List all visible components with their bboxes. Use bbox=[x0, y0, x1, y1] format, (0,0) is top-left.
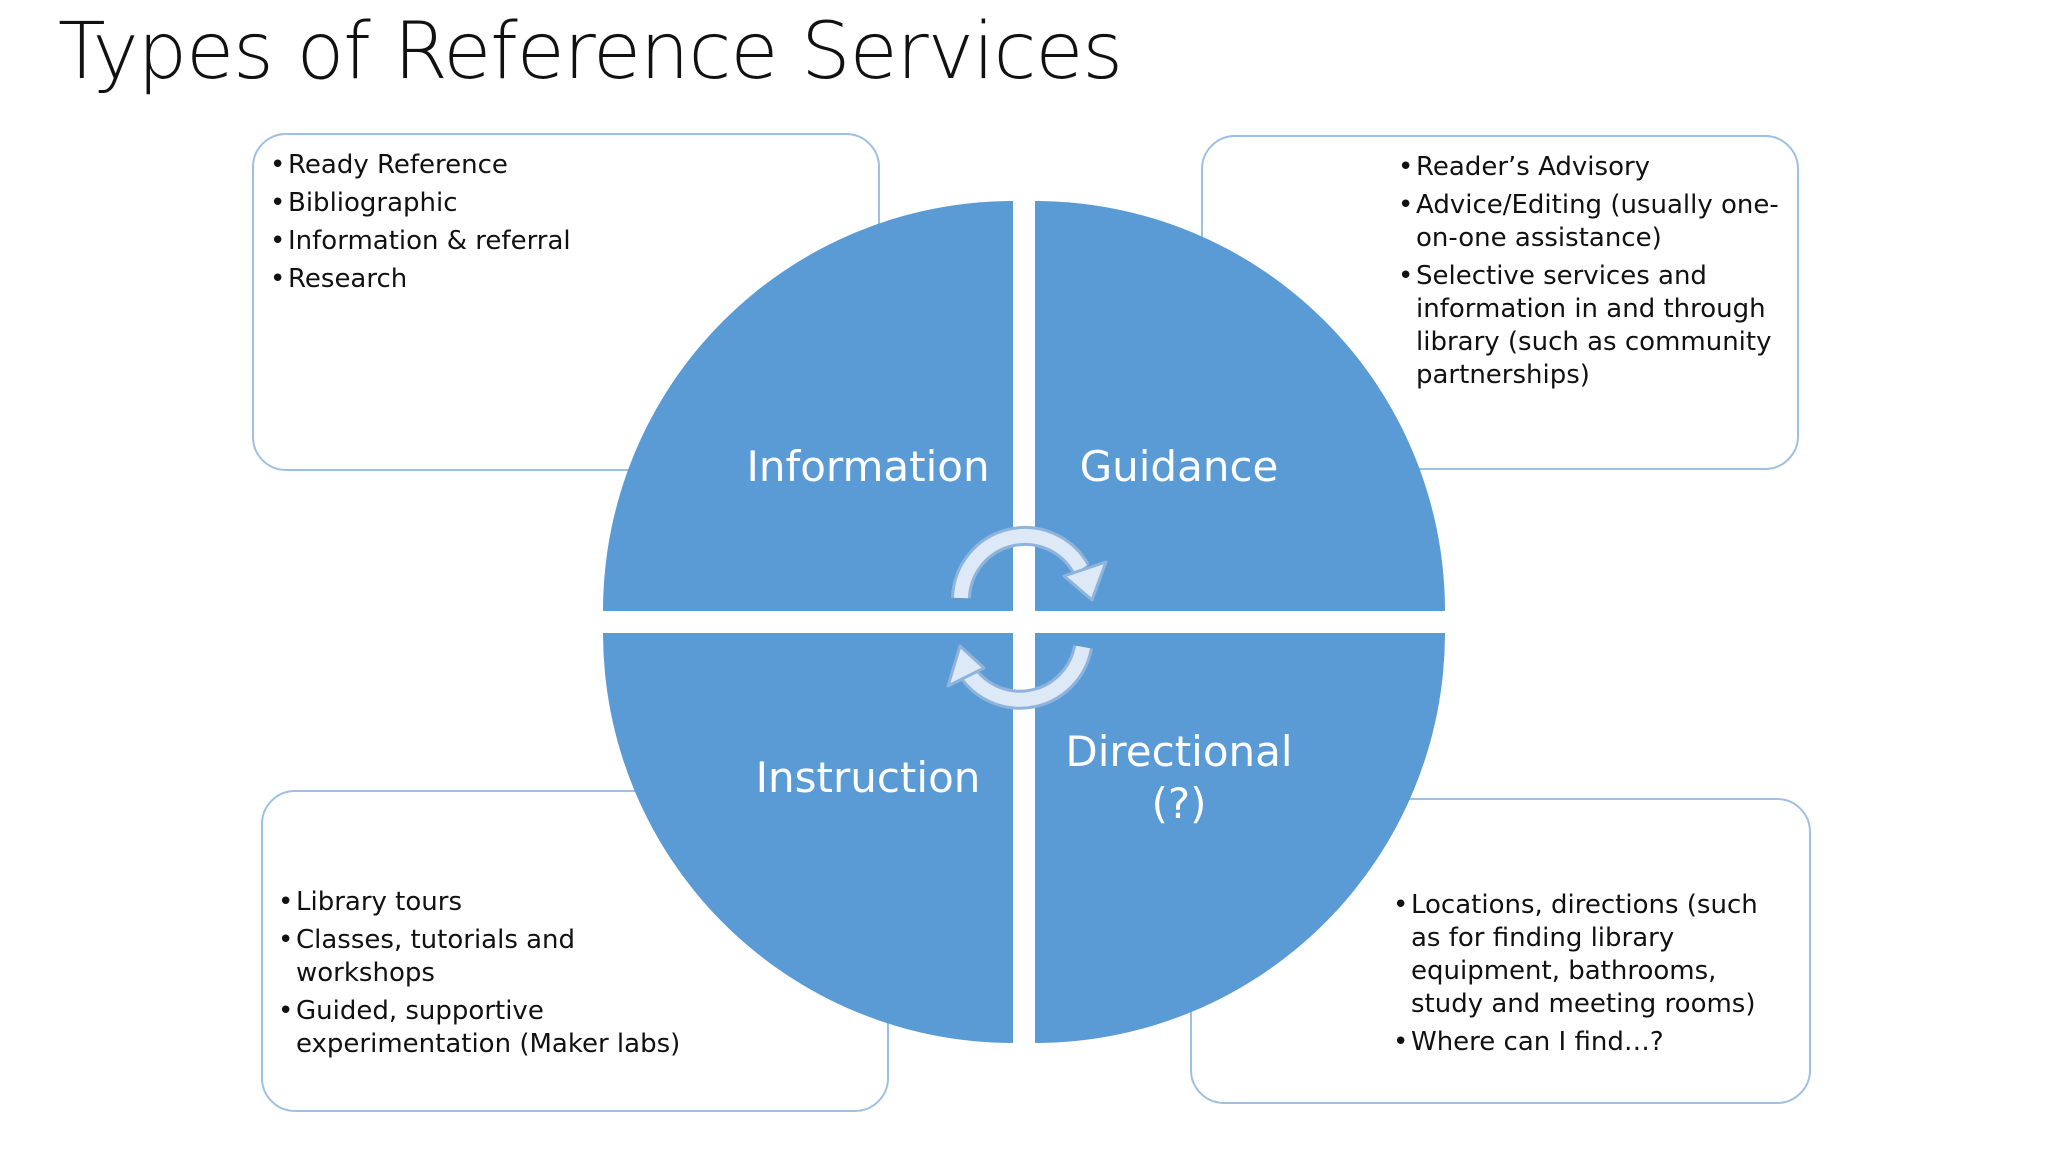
information-quadrant bbox=[603, 201, 1013, 611]
information-label: Information bbox=[746, 442, 989, 491]
instruction-list: Library tours Classes, tutorials and wor… bbox=[278, 886, 698, 1066]
list-item: Selective services and information in an… bbox=[1398, 260, 1783, 392]
list-item: Bibliographic bbox=[270, 187, 690, 220]
cycle-arrow-icon bbox=[946, 644, 1093, 710]
list-item: Information & referral bbox=[270, 225, 690, 258]
cycle-arrow-icon bbox=[951, 525, 1108, 602]
list-item: Ready Reference bbox=[270, 149, 690, 182]
list-item: Reader’s Advisory bbox=[1398, 151, 1783, 184]
slide-title: Types of Reference Services bbox=[58, 7, 1123, 97]
list-item: Research bbox=[270, 263, 690, 296]
information-list: Ready Reference Bibliographic Informatio… bbox=[270, 149, 690, 301]
list-item: Guided, supportive experimentation (Make… bbox=[278, 995, 698, 1061]
directional-label-line2: (?) bbox=[1151, 779, 1206, 828]
guidance-list: Reader’s Advisory Advice/Editing (usuall… bbox=[1398, 151, 1783, 397]
instruction-quadrant bbox=[603, 633, 1013, 1043]
list-item: Where can I find…? bbox=[1393, 1026, 1793, 1059]
guidance-label: Guidance bbox=[1080, 442, 1279, 491]
directional-list: Locations, directions (such as for findi… bbox=[1393, 889, 1793, 1064]
directional-quadrant bbox=[1035, 633, 1445, 1043]
directional-label-line1: Directional bbox=[1065, 727, 1292, 776]
list-item: Library tours bbox=[278, 886, 698, 919]
list-item: Advice/Editing (usually one-on-one assis… bbox=[1398, 189, 1783, 255]
list-item: Locations, directions (such as for findi… bbox=[1393, 889, 1793, 1021]
guidance-quadrant bbox=[1035, 201, 1445, 611]
instruction-label: Instruction bbox=[756, 753, 981, 802]
list-item: Classes, tutorials and workshops bbox=[278, 924, 698, 990]
